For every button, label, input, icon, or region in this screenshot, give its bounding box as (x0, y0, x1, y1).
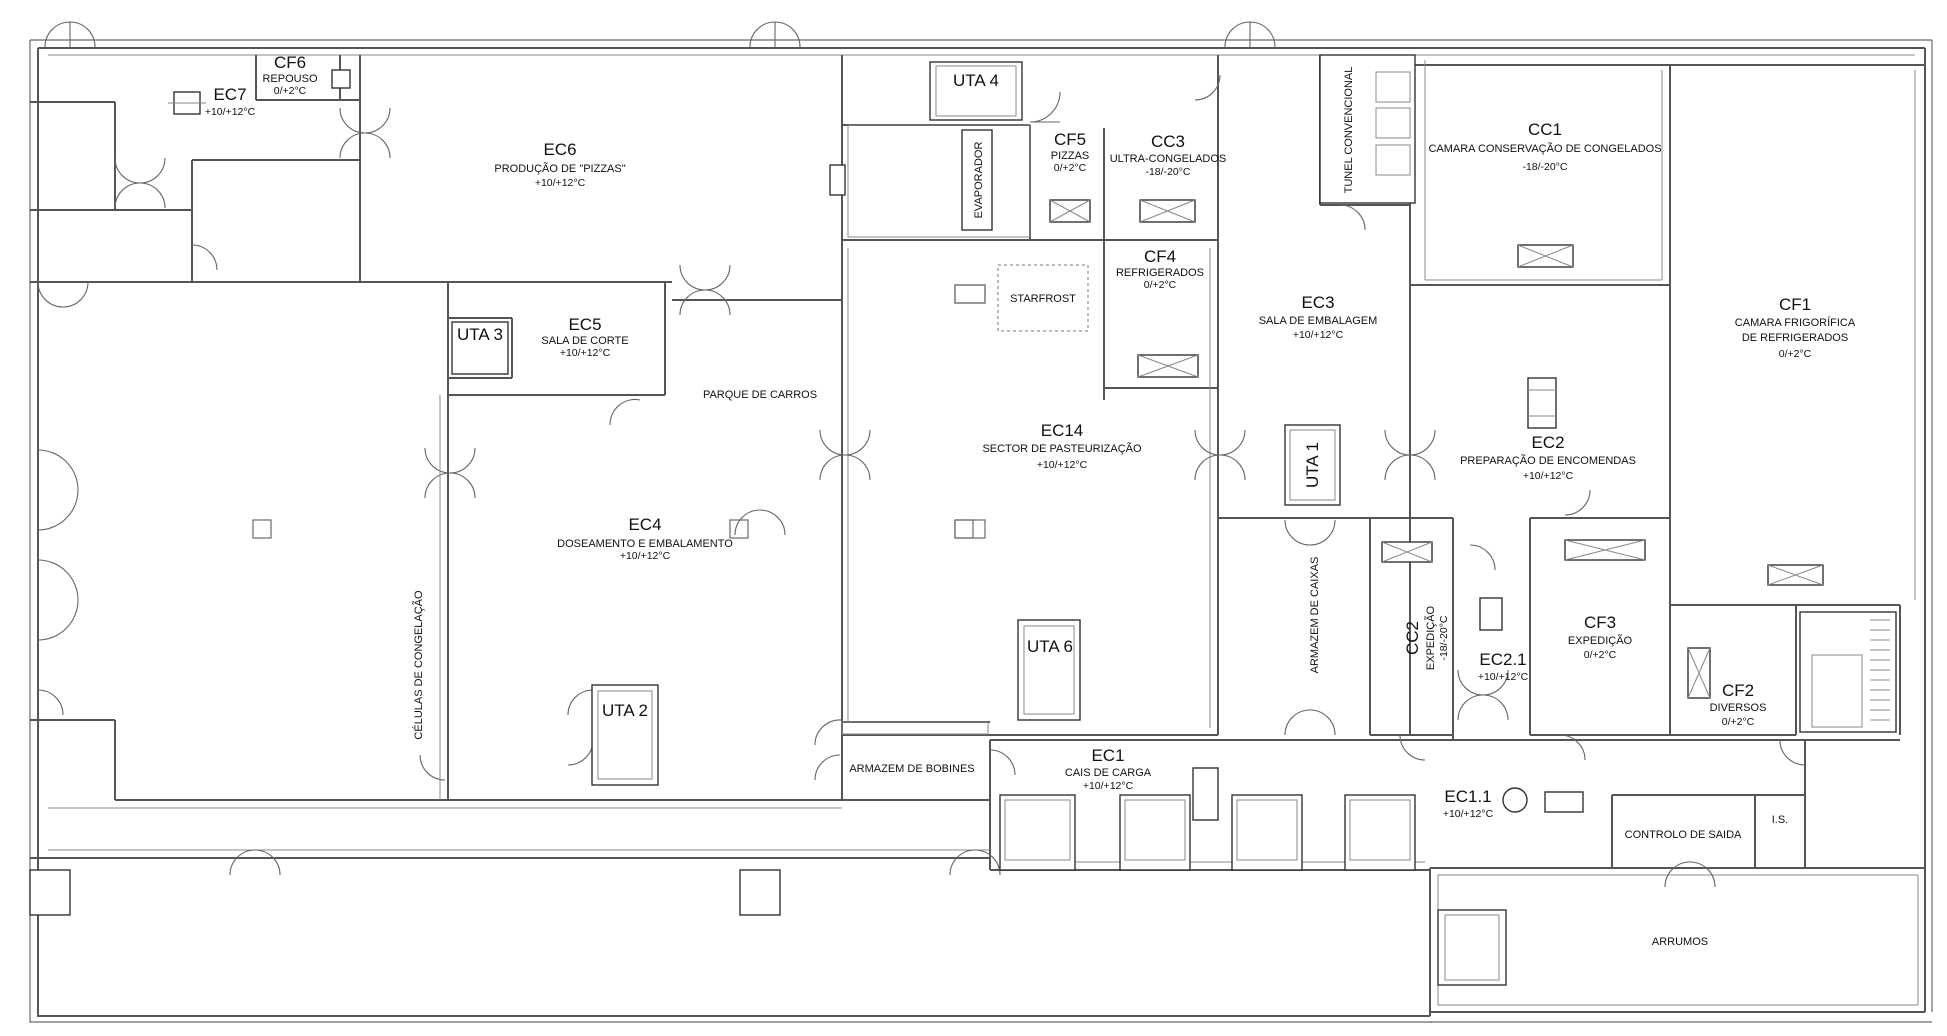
room-name: ULTRA-CONGELADOS (1110, 153, 1227, 165)
room-CC1: CC1 CAMARA CONSERVAÇÃO DE CONGELADOS -18… (1428, 120, 1661, 173)
uta-label: UTA 6 (1027, 637, 1073, 656)
room-code: EC4 (628, 515, 661, 534)
room-temp: -18/-20°C (1522, 161, 1567, 173)
starfrost-label: STARFROST (1010, 293, 1076, 305)
room-temp: +10/+12°C (1523, 470, 1574, 482)
room-code: EC1.1 (1444, 787, 1491, 806)
room-code: EC1 (1091, 746, 1124, 765)
room-temp: 0/+2°C (1779, 348, 1812, 360)
room-code: EC2 (1531, 433, 1564, 452)
room-code: CF5 (1054, 130, 1086, 149)
room-temp: 0/+2°C (1722, 716, 1755, 728)
room-name-2: DE REFRIGERADOS (1742, 332, 1848, 344)
room-code: CC3 (1151, 132, 1185, 151)
room-code: CC1 (1528, 120, 1562, 139)
room-temp: +10/+12°C (1293, 329, 1344, 341)
room-code: EC3 (1301, 293, 1334, 312)
room-name: SECTOR DE PASTEURIZAÇÃO (982, 442, 1142, 455)
evaporador-label: EVAPORADOR (973, 142, 985, 219)
uta-label: UTA 2 (602, 701, 648, 720)
room-temp: +10/+12°C (1443, 808, 1494, 820)
room-code: CC2 (1403, 621, 1422, 655)
celulas-label: CÉLULAS DE CONGELAÇÃO (412, 590, 425, 740)
room-name: EXPEDIÇÃO (1568, 634, 1633, 647)
room-temp: +10/+12°C (620, 550, 671, 562)
room-code: EC14 (1041, 421, 1084, 440)
room-EC5: EC5 SALA DE CORTE +10/+12°C (541, 315, 628, 359)
armazem-bobines-label: ARMAZEM DE BOBINES (849, 763, 974, 775)
room-code: EC7 (213, 85, 246, 104)
room-name: EXPEDIÇÃO (1424, 605, 1437, 670)
room-name: PRODUÇÃO DE "PIZZAS" (494, 162, 625, 175)
room-code: EC2.1 (1479, 650, 1526, 669)
room-EC2.1: EC2.1 +10/+12°C (1478, 650, 1529, 683)
uta-label: UTA 3 (457, 325, 503, 344)
room-temp: -18/-20°C (1438, 615, 1450, 660)
uta-label: UTA 1 (1303, 442, 1322, 488)
room-temp: +10/+12°C (535, 177, 586, 189)
is-label: I.S. (1772, 814, 1789, 826)
doors (37, 21, 1806, 888)
armazem-caixas-label: ARMAZEM DE CAIXAS (1309, 557, 1321, 674)
room-CF6: CF6 REPOUSO 0/+2°C (262, 53, 317, 97)
room-CF3: CF3 EXPEDIÇÃO 0/+2°C (1568, 613, 1633, 661)
equipment (29, 54, 1897, 986)
room-labels: CF6 REPOUSO 0/+2°C EC7 +10/+12°C EC6 PRO… (205, 53, 1856, 948)
room-temp: -18/-20°C (1145, 166, 1190, 178)
controlo-label: CONTROLO DE SAIDA (1625, 829, 1742, 841)
room-EC6: EC6 PRODUÇÃO DE "PIZZAS" +10/+12°C (494, 140, 625, 189)
room-temp: +10/+12°C (1037, 459, 1088, 471)
room-name: CAMARA FRIGORÍFICA (1735, 316, 1856, 329)
room-EC3: EC3 SALA DE EMBALAGEM +10/+12°C (1259, 293, 1378, 341)
room-temp: +10/+12°C (1083, 780, 1134, 792)
room-name: PIZZAS (1051, 150, 1090, 162)
room-CC3: CC3 ULTRA-CONGELADOS -18/-20°C (1110, 132, 1227, 178)
room-CF2: CF2 DIVERSOS 0/+2°C (1710, 681, 1767, 728)
room-temp: +10/+12°C (560, 347, 611, 359)
room-name: PREPARAÇÃO DE ENCOMENDAS (1460, 454, 1636, 467)
room-code: CF2 (1722, 681, 1754, 700)
room-CC2: CC2 EXPEDIÇÃO -18/-20°C (1403, 605, 1450, 670)
room-temp: +10/+12°C (1478, 671, 1529, 683)
columns (252, 284, 986, 539)
room-temp: 0/+2°C (1584, 649, 1617, 661)
room-name: CAIS DE CARGA (1065, 767, 1152, 779)
arrumos-label: ARRUMOS (1652, 936, 1708, 948)
room-name: REPOUSO (262, 73, 317, 85)
wall-inner-lines (48, 60, 1919, 1006)
room-CF4: CF4 REFRIGERADOS 0/+2°C (1116, 247, 1204, 291)
outer-walls (29, 39, 1933, 1023)
room-name: CAMARA CONSERVAÇÃO DE CONGELADOS (1428, 142, 1661, 155)
room-EC7: EC7 +10/+12°C (205, 85, 256, 118)
room-code: EC6 (543, 140, 576, 159)
uta-label: UTA 4 (953, 71, 999, 90)
room-code: CF1 (1779, 295, 1811, 314)
room-temp: 0/+2°C (1054, 162, 1087, 174)
room-temp: +10/+12°C (205, 106, 256, 118)
room-code: EC5 (568, 315, 601, 334)
room-CF5: CF5 PIZZAS 0/+2°C (1051, 130, 1090, 174)
room-EC2: EC2 PREPARAÇÃO DE ENCOMENDAS +10/+12°C (1460, 433, 1636, 482)
room-code: CF4 (1144, 247, 1176, 266)
tunel-label: TUNEL CONVENCIONAL (1343, 67, 1355, 194)
room-EC4: EC4 DOSEAMENTO E EMBALAMENTO +10/+12°C (557, 515, 733, 562)
room-name: DIVERSOS (1710, 702, 1767, 714)
room-CF1: CF1 CAMARA FRIGORÍFICA DE REFRIGERADOS 0… (1735, 295, 1856, 360)
room-code: CF6 (274, 53, 306, 72)
room-EC1.1: EC1.1 +10/+12°C (1443, 787, 1494, 820)
room-name: DOSEAMENTO E EMBALAMENTO (557, 538, 733, 550)
room-temp: 0/+2°C (1144, 279, 1177, 291)
room-name: REFRIGERADOS (1116, 267, 1204, 279)
room-temp: 0/+2°C (274, 85, 307, 97)
parque-label: PARQUE DE CARROS (703, 389, 817, 401)
room-EC14: EC14 SECTOR DE PASTEURIZAÇÃO +10/+12°C (982, 421, 1142, 471)
room-EC1: EC1 CAIS DE CARGA +10/+12°C (1065, 746, 1152, 792)
room-code: CF3 (1584, 613, 1616, 632)
room-name: SALA DE CORTE (541, 335, 628, 347)
room-name: SALA DE EMBALAGEM (1259, 315, 1378, 327)
